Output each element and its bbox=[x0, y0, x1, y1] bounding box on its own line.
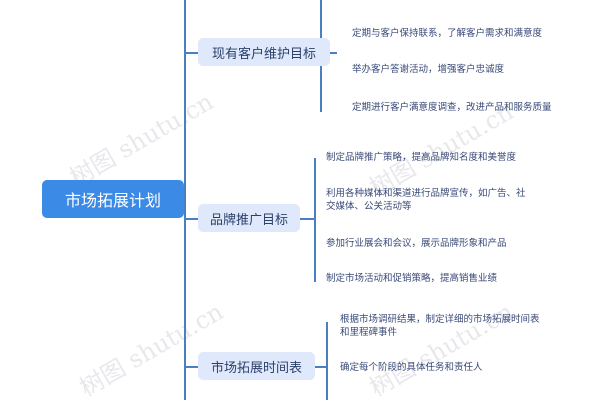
bracket-line bbox=[314, 158, 316, 282]
root-node[interactable]: 市场拓展计划 bbox=[42, 180, 184, 218]
bracket-line bbox=[326, 322, 328, 400]
trunk-line bbox=[184, 0, 186, 400]
leaf-node[interactable]: 参加行业展会和会议，展示品牌形象和产品 bbox=[326, 238, 507, 249]
connector bbox=[186, 218, 198, 220]
watermark: 树图 shutu.cn bbox=[65, 87, 218, 192]
leaf-node[interactable]: 确定每个阶段的具体任务和责任人 bbox=[340, 362, 483, 373]
leaf-node[interactable]: 定期与客户保持联系，了解客户需求和满意度 bbox=[352, 28, 543, 39]
leaf-node[interactable]: 制定品牌推广策略，提高品牌知名度和美誉度 bbox=[326, 152, 517, 163]
connector bbox=[315, 366, 326, 368]
connector bbox=[186, 52, 198, 54]
leaf-node[interactable]: 举办客户答谢活动，增强客户忠诚度 bbox=[352, 64, 505, 75]
connector bbox=[300, 218, 314, 220]
leaf-node[interactable]: 制定市场活动和促销策略，提高销售业绩 bbox=[326, 273, 498, 284]
leaf-node[interactable]: 定期进行客户满意度调查，改进产品和服务质量 bbox=[352, 102, 552, 113]
branch-node-timeline[interactable]: 市场拓展时间表 bbox=[198, 352, 315, 380]
leaf-node[interactable]: 根据市场调研结果，制定详细的市场拓展时间表和里程碑事件 bbox=[340, 314, 540, 338]
branch-node-brand-promotion[interactable]: 品牌推广目标 bbox=[198, 204, 300, 232]
branch-node-customer-maintenance[interactable]: 现有客户维护目标 bbox=[198, 38, 330, 66]
leaf-node[interactable]: 利用各种媒体和渠道进行品牌宣传，如广告、社交媒体、公关活动等 bbox=[326, 188, 526, 212]
watermark: 树图 shutu.cn bbox=[75, 297, 228, 402]
watermark: 树图 shutu.cn bbox=[365, 297, 518, 402]
connector bbox=[330, 52, 337, 54]
connector bbox=[186, 366, 198, 368]
